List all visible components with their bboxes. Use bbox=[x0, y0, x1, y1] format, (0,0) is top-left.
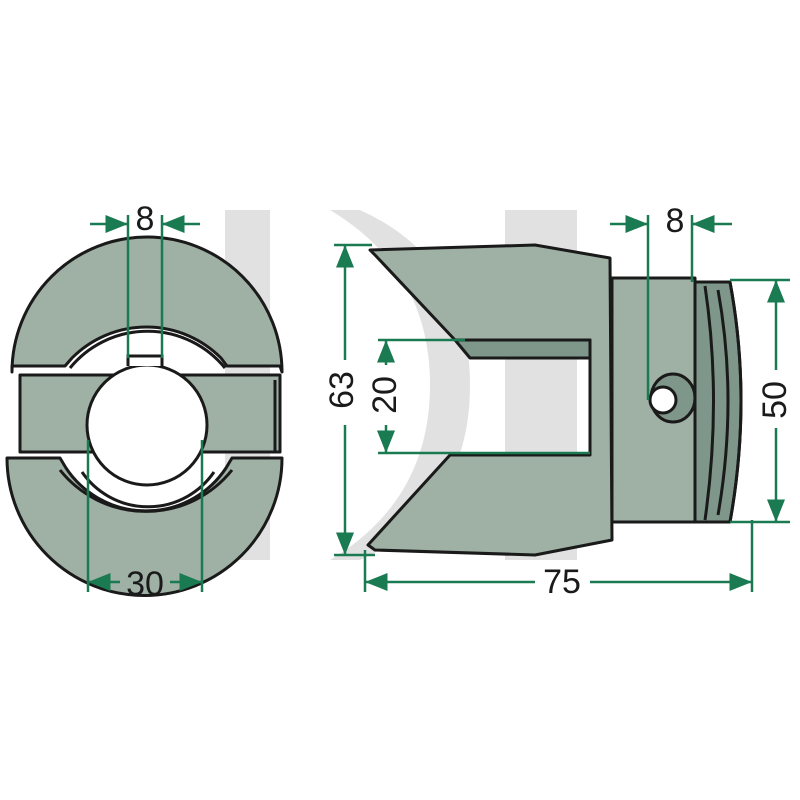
side-hole-label: 8 bbox=[666, 202, 685, 240]
dim-front-bore: 30 bbox=[86, 440, 204, 603]
collar-flange bbox=[690, 280, 743, 524]
dim-side-slot: 20 bbox=[366, 338, 590, 455]
dim-front-slot-width: 8 bbox=[90, 200, 200, 358]
side-view bbox=[366, 243, 743, 557]
side-collar-label: 50 bbox=[756, 381, 794, 419]
slot-shadow bbox=[453, 338, 592, 360]
dim-side-collar: 50 bbox=[730, 278, 794, 524]
front-view bbox=[5, 235, 284, 597]
side-slot-label: 20 bbox=[366, 376, 404, 414]
front-upper-half bbox=[10, 235, 284, 374]
side-length-label: 75 bbox=[543, 563, 581, 601]
side-height-label: 63 bbox=[323, 371, 361, 409]
dim-side-height: 63 bbox=[323, 243, 375, 557]
dim-side-length: 75 bbox=[363, 520, 754, 601]
front-slot-width-label: 8 bbox=[136, 200, 155, 238]
keyway bbox=[126, 354, 164, 366]
front-bore-label: 30 bbox=[126, 565, 164, 603]
dim-side-hole: 8 bbox=[610, 202, 732, 400]
bore bbox=[85, 363, 209, 487]
